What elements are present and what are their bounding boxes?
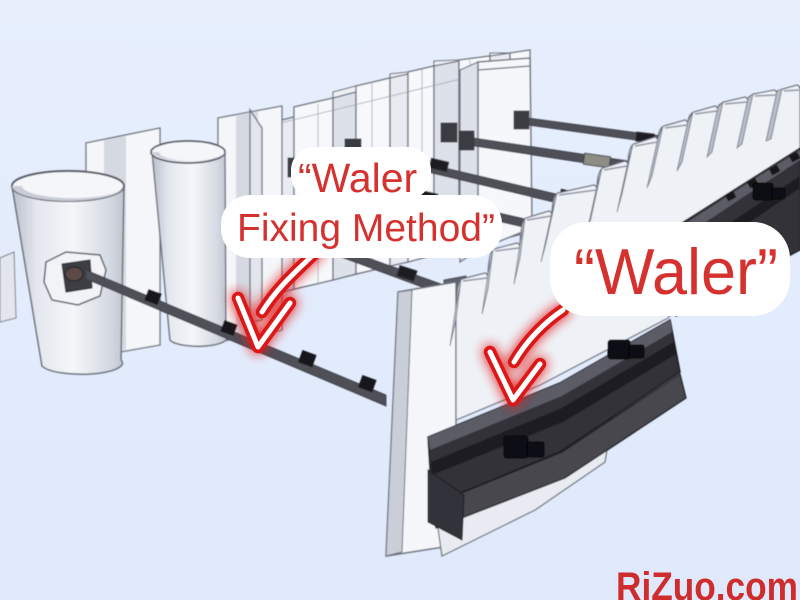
svg-text:Fixing Method”: Fixing Method”: [237, 207, 495, 250]
svg-text:“Waler: “Waler: [298, 155, 417, 201]
svg-text:RiZuo.com: RiZuo.com: [616, 565, 798, 600]
svg-text:“Waler”: “Waler”: [574, 235, 778, 308]
